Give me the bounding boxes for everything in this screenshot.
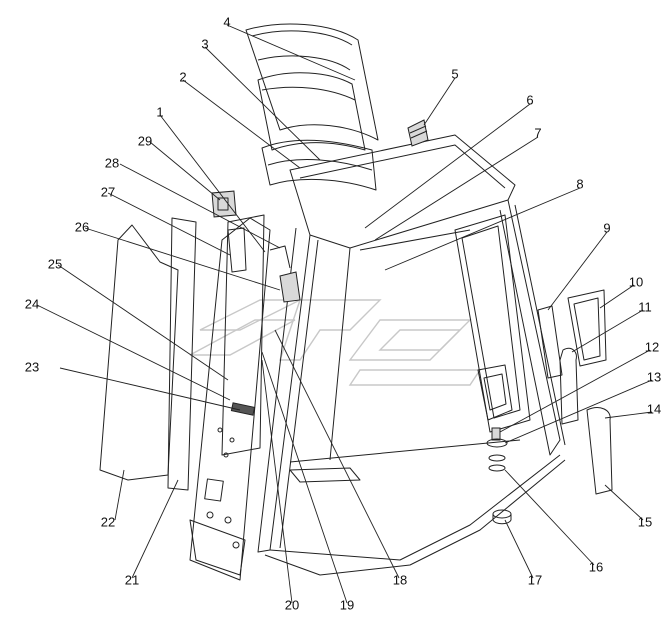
watermark-logo [189,299,482,386]
callout-26: 26 [75,219,89,234]
leader-lines [36,24,653,604]
callout-7: 7 [534,125,541,140]
part-16a [488,454,506,462]
callout-8: 8 [576,176,583,191]
part-11 [559,347,579,425]
callout-22: 22 [101,514,115,529]
callout-11: 11 [638,299,652,314]
callout-15: 15 [638,514,652,529]
part-16b [488,464,506,472]
roof-liner-4 [245,23,379,141]
callout-18: 18 [393,572,407,587]
part-13 [486,438,508,448]
callout-1: 1 [156,104,163,119]
hinge-brackets [211,190,301,303]
callout-20: 20 [285,597,299,612]
part-17 [492,509,512,519]
callout-24: 24 [25,296,39,311]
callout-19: 19 [340,597,354,612]
callout-17: 17 [528,572,542,587]
callout-4: 4 [223,14,230,29]
callout-28: 28 [105,155,119,170]
callout-16: 16 [589,559,603,574]
glass-22 [99,224,179,481]
door-assembly [189,214,271,581]
part-12 [491,427,501,441]
callout-2: 2 [179,69,186,84]
callout-14: 14 [647,401,661,416]
roof-liner-3 [257,72,366,151]
callout-13: 13 [647,369,661,384]
part-14 [586,407,613,495]
callout-9: 9 [603,220,610,235]
seal-21 [167,217,197,491]
callout-6: 6 [526,92,533,107]
roof-liner-assembly [245,23,379,191]
callout-3: 3 [201,36,208,51]
callout-23: 23 [25,359,39,374]
cab-body [257,119,566,576]
part-10 [567,289,607,367]
small-parts [486,289,613,525]
callout-25: 25 [48,256,62,271]
callout-5: 5 [451,66,458,81]
callout-27: 27 [101,184,115,199]
callout-21: 21 [125,572,139,587]
callout-10: 10 [629,274,643,289]
callout-29: 29 [138,133,152,148]
callout-labels: 1 2 3 4 5 6 7 8 9 10 11 12 13 14 15 16 1… [25,14,661,612]
door-glass [99,217,197,491]
callout-12: 12 [645,339,659,354]
